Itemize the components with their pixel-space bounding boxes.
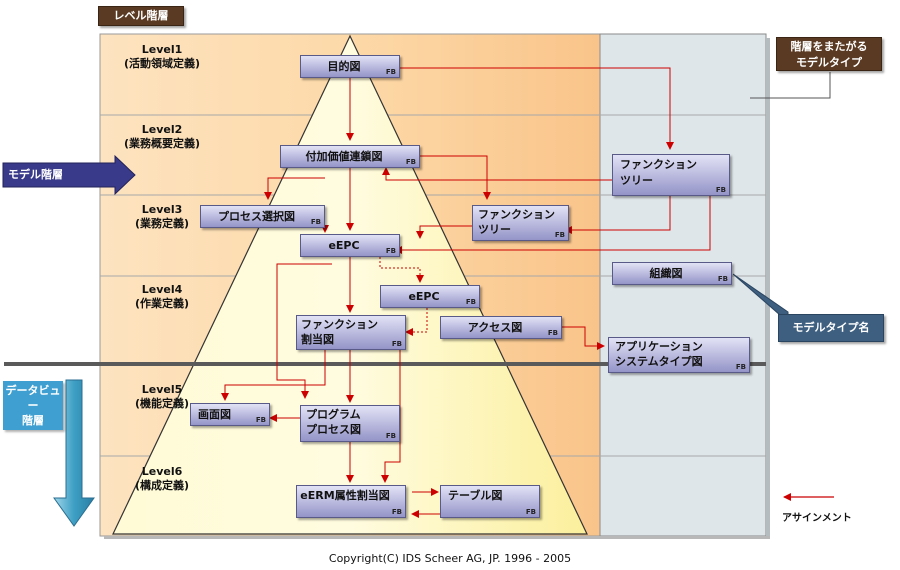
level-name: Level1 bbox=[141, 43, 183, 56]
assignment-legend-label: アサインメント bbox=[782, 513, 852, 524]
node-table-diagram[interactable]: テーブル図 FB bbox=[440, 485, 540, 518]
node-label-line2: ツリー bbox=[620, 174, 653, 187]
node-label-line1: プログラム bbox=[306, 408, 361, 421]
fb-badge: FB bbox=[385, 432, 396, 440]
node-label: 組織図 bbox=[649, 267, 683, 280]
fb-badge: FB bbox=[310, 218, 321, 226]
level-hierarchy-title: レベル階層 bbox=[98, 6, 184, 26]
fb-badge: FB bbox=[717, 275, 728, 283]
node-access-diagram[interactable]: アクセス図 FB bbox=[440, 316, 562, 339]
node-label-line2: プロセス図 bbox=[306, 423, 361, 436]
node-objective-diagram[interactable]: 目的図 FB bbox=[300, 55, 400, 78]
cross-level-label-line1: 階層をまたがる bbox=[790, 40, 868, 53]
level-desc: (機能定義) bbox=[134, 397, 190, 410]
data-view-arrow bbox=[53, 379, 95, 527]
node-process-selection-diagram[interactable]: プロセス選択図 FB bbox=[200, 205, 325, 228]
level-desc: (活動領域定義) bbox=[123, 57, 201, 70]
fb-badge: FB bbox=[715, 186, 726, 194]
level-desc: (業務概要定義) bbox=[123, 137, 201, 150]
level-6-label: Level6(構成定義) bbox=[102, 465, 222, 493]
node-screen-diagram[interactable]: 画面図 FB bbox=[190, 403, 270, 426]
node-application-system-type-diagram[interactable]: アプリケーション システムタイプ図 FB bbox=[608, 337, 750, 373]
data-view-hierarchy-label: データビュー 階層 bbox=[3, 381, 63, 430]
fb-badge: FB bbox=[735, 363, 746, 371]
fb-badge: FB bbox=[255, 416, 266, 424]
node-label: eEPC bbox=[328, 239, 360, 252]
level-4-label: Level4(作業定義) bbox=[102, 283, 222, 311]
level-3-label: Level3(業務定義) bbox=[102, 203, 222, 231]
node-label: 目的図 bbox=[327, 60, 361, 73]
model-hierarchy-arrow bbox=[2, 154, 136, 196]
fb-badge: FB bbox=[547, 329, 558, 337]
node-label-line1: ファンクション bbox=[478, 208, 555, 221]
assignment-arrows bbox=[221, 67, 711, 518]
level-desc: (作業定義) bbox=[134, 297, 190, 310]
fb-badge: FB bbox=[385, 68, 396, 76]
fb-badge: FB bbox=[385, 247, 396, 255]
node-label-line1: ファンクション bbox=[620, 158, 697, 171]
node-label: プロセス選択図 bbox=[218, 210, 295, 223]
node-label: 付加価値連鎖図 bbox=[305, 150, 383, 163]
node-label-line1: アプリケーション bbox=[615, 340, 703, 353]
level-name: Level2 bbox=[141, 123, 183, 136]
level-1-label: Level1(活動領域定義) bbox=[102, 43, 222, 71]
node-org-chart[interactable]: 組織図 FB bbox=[612, 262, 732, 285]
node-label-line2: 割当図 bbox=[301, 333, 334, 346]
node-label: アクセス図 bbox=[467, 321, 523, 334]
node-label: eERM属性割当図 bbox=[300, 489, 390, 502]
fb-badge: FB bbox=[391, 340, 402, 348]
node-label: 画面図 bbox=[198, 408, 231, 421]
level-2-label: Level2(業務概要定義) bbox=[102, 123, 222, 151]
fb-badge: FB bbox=[554, 231, 565, 239]
level-name: Level3 bbox=[141, 203, 183, 216]
level-name: Level4 bbox=[141, 283, 183, 296]
fb-badge: FB bbox=[465, 298, 476, 306]
view-divider bbox=[4, 362, 766, 366]
node-label-line1: ファンクション bbox=[301, 318, 378, 331]
node-label: eEPC bbox=[408, 290, 440, 303]
fb-badge: FB bbox=[405, 158, 416, 166]
model-hierarchy-label: モデル階層 bbox=[8, 168, 63, 181]
node-eepc-level4[interactable]: eEPC FB bbox=[380, 285, 480, 308]
node-function-tree-cross-level[interactable]: ファンクション ツリー FB bbox=[612, 154, 730, 196]
copyright-footer: Copyright(C) IDS Scheer AG, JP. 1996 - 2… bbox=[328, 552, 572, 565]
node-value-chain-diagram[interactable]: 付加価値連鎖図 FB bbox=[280, 145, 420, 168]
node-program-process-diagram[interactable]: プログラム プロセス図 FB bbox=[300, 405, 400, 442]
data-view-label-line1: データビュー bbox=[5, 384, 61, 412]
node-eepc-level3[interactable]: eEPC FB bbox=[300, 234, 400, 257]
level-desc: (業務定義) bbox=[134, 217, 190, 230]
node-label-line2: ツリー bbox=[478, 223, 511, 236]
node-function-tree[interactable]: ファンクション ツリー FB bbox=[472, 205, 569, 241]
fb-badge: FB bbox=[525, 508, 536, 516]
level-name: Level6 bbox=[141, 465, 183, 478]
cross-level-label-line2: モデルタイプ bbox=[796, 56, 862, 69]
level-5-label: Level5(機能定義) bbox=[102, 383, 222, 411]
level-name: Level5 bbox=[141, 383, 183, 396]
node-function-allocation-diagram[interactable]: ファンクション 割当図 FB bbox=[296, 315, 406, 350]
node-erm-attribute-allocation-diagram[interactable]: eERM属性割当図 FB bbox=[296, 485, 406, 518]
node-label: テーブル図 bbox=[448, 489, 503, 502]
node-label-line2: システムタイプ図 bbox=[615, 355, 703, 368]
data-view-label-line2: 階層 bbox=[22, 414, 44, 427]
fb-badge: FB bbox=[391, 508, 402, 516]
level-desc: (構成定義) bbox=[134, 479, 190, 492]
model-type-name-callout: モデルタイプ名 bbox=[778, 314, 884, 342]
cross-level-model-type-callout: 階層をまたがる モデルタイプ bbox=[776, 37, 882, 71]
cross-level-panel bbox=[599, 33, 767, 537]
